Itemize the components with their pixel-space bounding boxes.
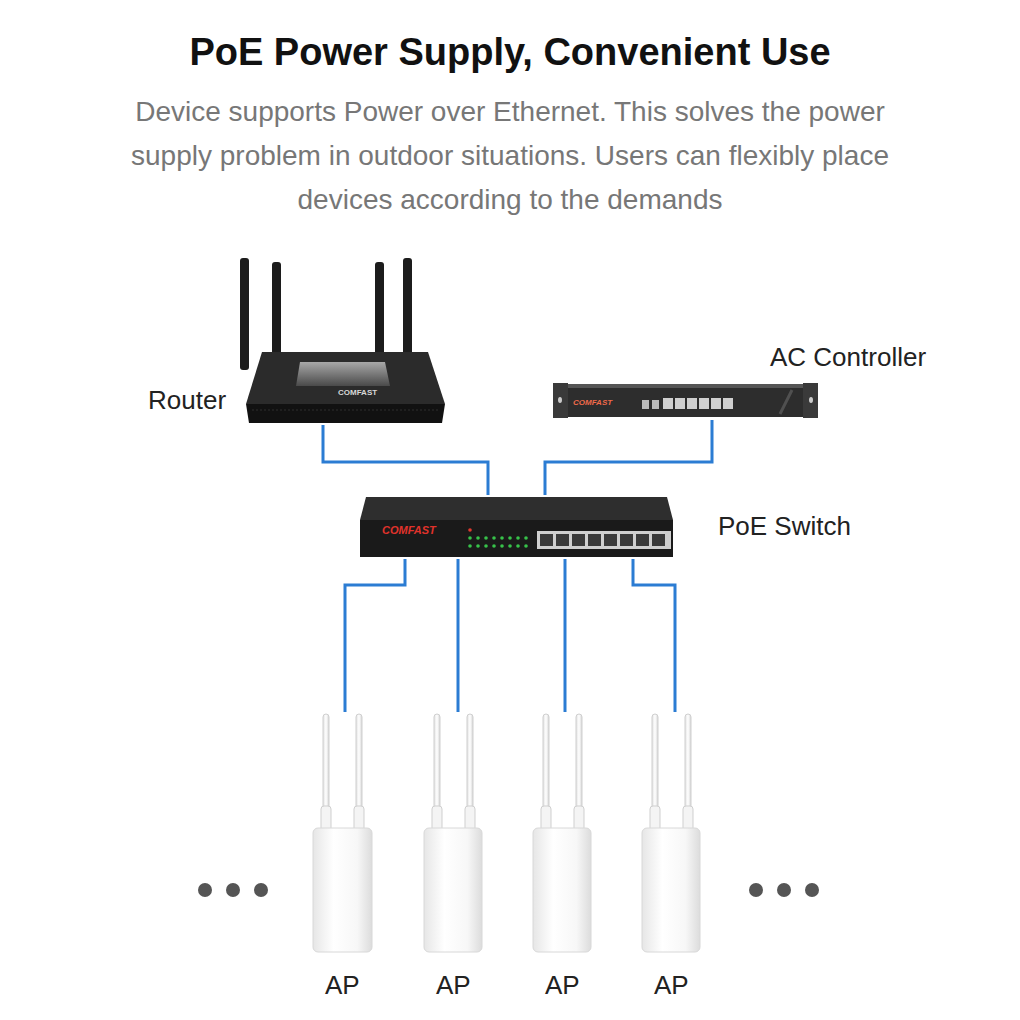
controller-stripe: [780, 390, 792, 414]
device-label: AP: [325, 970, 360, 1000]
router-panel: [296, 362, 390, 386]
brand-mark: COMFAST: [573, 398, 612, 408]
device-node: AP: [408, 712, 498, 1002]
caption: Device supports Power over Ethernet. Thi…: [110, 90, 910, 222]
switch-illustration: [360, 497, 673, 557]
device-node: AP: [297, 712, 387, 1002]
controller-illustration: [553, 383, 818, 418]
controller-ear: [803, 383, 818, 418]
switch-front: [360, 520, 673, 557]
router-front: [246, 404, 445, 423]
device-node: Router COMFAST: [148, 255, 443, 425]
ellipsis-dots: [198, 883, 819, 897]
device-label: AC Controller: [770, 342, 926, 372]
controller-port: [699, 398, 709, 409]
controller-port: [675, 398, 685, 409]
switch-ports: [537, 531, 671, 549]
ethernet-cable: [564, 559, 567, 712]
controller-body: [556, 386, 806, 417]
ethernet-cable: [323, 425, 488, 495]
brand-mark: COMFAST: [338, 388, 377, 398]
ap-illustration: [424, 714, 482, 952]
ap-illustration: [533, 714, 591, 952]
ap-illustration: [313, 714, 372, 952]
ethernet-cable: [633, 559, 675, 712]
device-label: AP: [654, 970, 689, 1000]
controller-usb: [642, 400, 649, 409]
device-node: AP: [626, 712, 716, 1002]
router-antenna: [240, 258, 249, 370]
device-label: AP: [545, 970, 580, 1000]
controller-hole: [558, 397, 562, 403]
brand-mark: COMFAST: [382, 524, 436, 537]
ap-illustration: [642, 714, 700, 952]
router-illustration: [240, 258, 445, 423]
controller-hole: [809, 397, 813, 403]
device-label: PoE Switch: [718, 511, 851, 541]
switch-led: [468, 528, 472, 532]
switch-top: [360, 497, 673, 520]
controller-port: [723, 398, 733, 409]
switch-leds: [468, 536, 528, 548]
ethernet-cable: [545, 420, 712, 495]
device-node: PoE Switch COMFAST: [358, 495, 863, 559]
controller-top: [556, 384, 806, 388]
router-top: [246, 352, 445, 404]
device-node: AP: [517, 712, 607, 1002]
device-node: AC ControllerCOMFAST: [553, 338, 941, 420]
controller-port: [663, 398, 673, 409]
controller-ear: [553, 383, 568, 418]
device-label: Router: [148, 385, 226, 415]
title: PoE Power Supply, Convenient Use: [0, 28, 1020, 76]
controller-port: [687, 398, 697, 409]
ethernet-cable: [457, 559, 460, 712]
router-vents: [252, 410, 440, 411]
controller-port: [711, 398, 721, 409]
ethernet-cable: [345, 559, 405, 712]
controller-usb: [652, 400, 659, 409]
device-label: AP: [436, 970, 471, 1000]
